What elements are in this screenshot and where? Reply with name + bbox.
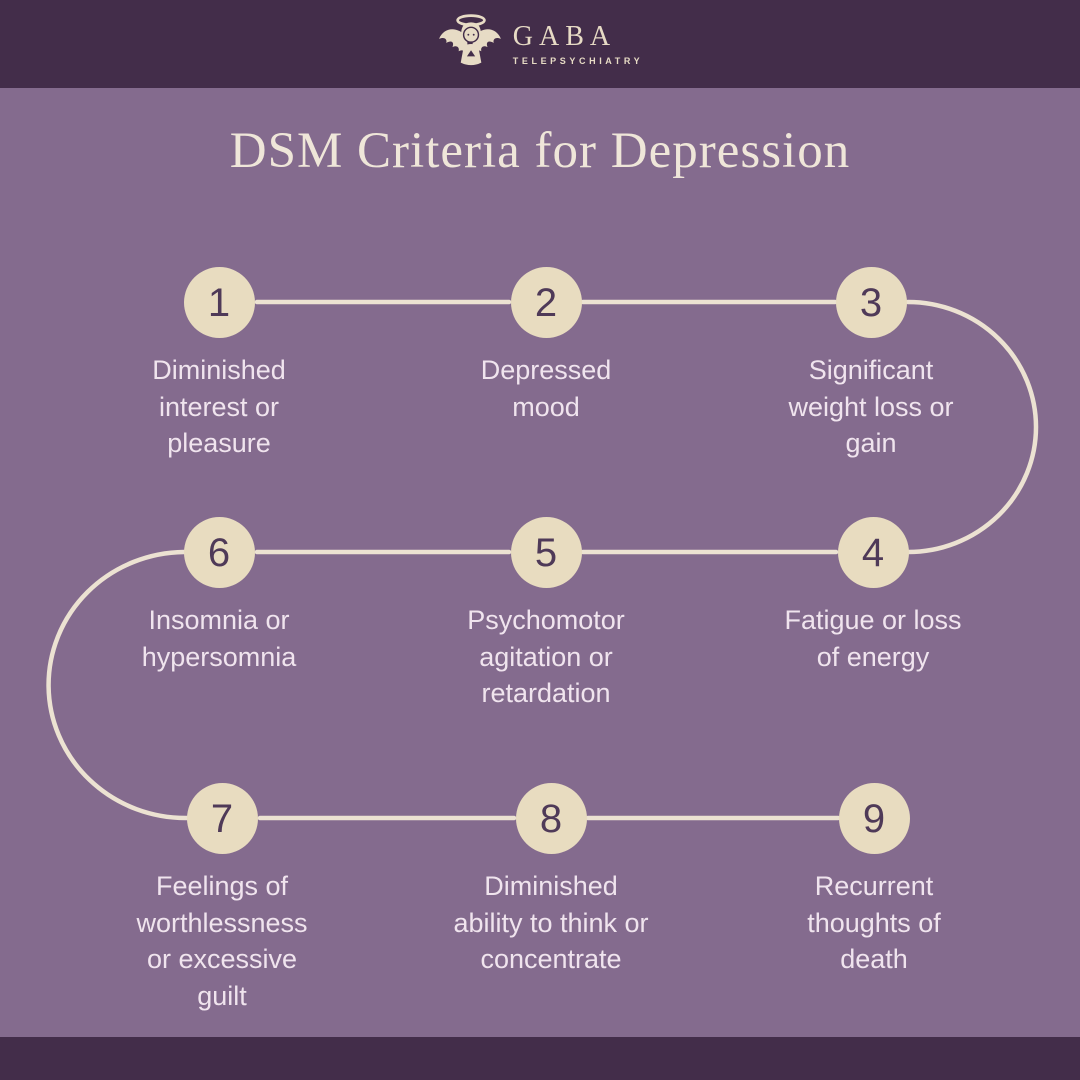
step-label-2: Depressed mood [480, 355, 612, 422]
step-number-8: 8 [539, 796, 563, 841]
step-4: 4 Fatigue or loss of energy [723, 517, 1023, 675]
step-label-6: Insomnia or hypersomnia [141, 605, 297, 672]
step-6: 6 Insomnia or hypersomnia [69, 517, 369, 675]
step-number-2: 2 [534, 280, 558, 325]
step-circle-5: 5 [510, 517, 582, 588]
step-circle-9: 9 [838, 783, 910, 854]
brand-name: GABA [512, 20, 617, 52]
step-circle-1: 1 [183, 267, 255, 338]
step-5: 5 Psychomotor agitation or retardation [396, 517, 696, 712]
brand-text: GABA TELEPSYCHIATRY [512, 20, 644, 66]
step-label-3: Significant weight loss or gain [788, 355, 954, 458]
header-bar: GABA TELEPSYCHIATRY [0, 0, 1080, 88]
brand-logo: GABA TELEPSYCHIATRY [437, 11, 643, 77]
step-circle-3: 3 [835, 267, 907, 338]
step-1: 1 Diminished interest or pleasure [69, 267, 369, 462]
step-label-9: Recurrent thoughts of death [807, 871, 941, 974]
step-number-6: 6 [207, 530, 231, 575]
step-circle-8: 8 [515, 783, 587, 854]
step-number-1: 1 [207, 280, 231, 325]
page-title: DSM Criteria for Depression [229, 123, 851, 179]
step-2: 2 Depressed mood [396, 267, 696, 425]
step-9: 9 Recurrent thoughts of death [724, 783, 1024, 978]
step-circle-7: 7 [186, 783, 258, 854]
step-circle-4: 4 [837, 517, 909, 588]
step-number-7: 7 [210, 796, 234, 841]
step-number-5: 5 [534, 530, 558, 575]
step-label-4: Fatigue or loss of energy [784, 605, 962, 672]
step-number-4: 4 [861, 530, 885, 575]
step-label-8: Diminished ability to think or concentra… [453, 871, 649, 974]
angel-icon [438, 14, 501, 66]
step-8: 8 Diminished ability to think or concent… [401, 783, 701, 978]
footer-bar [0, 1037, 1080, 1080]
step-number-9: 9 [862, 796, 886, 841]
step-circle-6: 6 [183, 517, 255, 588]
step-label-5: Psychomotor agitation or retardation [467, 605, 625, 708]
step-label-7: Feelings of worthlessness or excessive g… [136, 871, 308, 1011]
step-circle-2: 2 [510, 267, 582, 338]
step-7: 7 Feelings of worthlessness or excessive… [72, 783, 372, 1014]
step-3: 3 Significant weight loss or gain [721, 267, 1021, 462]
step-number-3: 3 [859, 280, 883, 325]
brand-tagline: TELEPSYCHIATRY [512, 55, 644, 66]
step-label-1: Diminished interest or pleasure [152, 355, 286, 458]
